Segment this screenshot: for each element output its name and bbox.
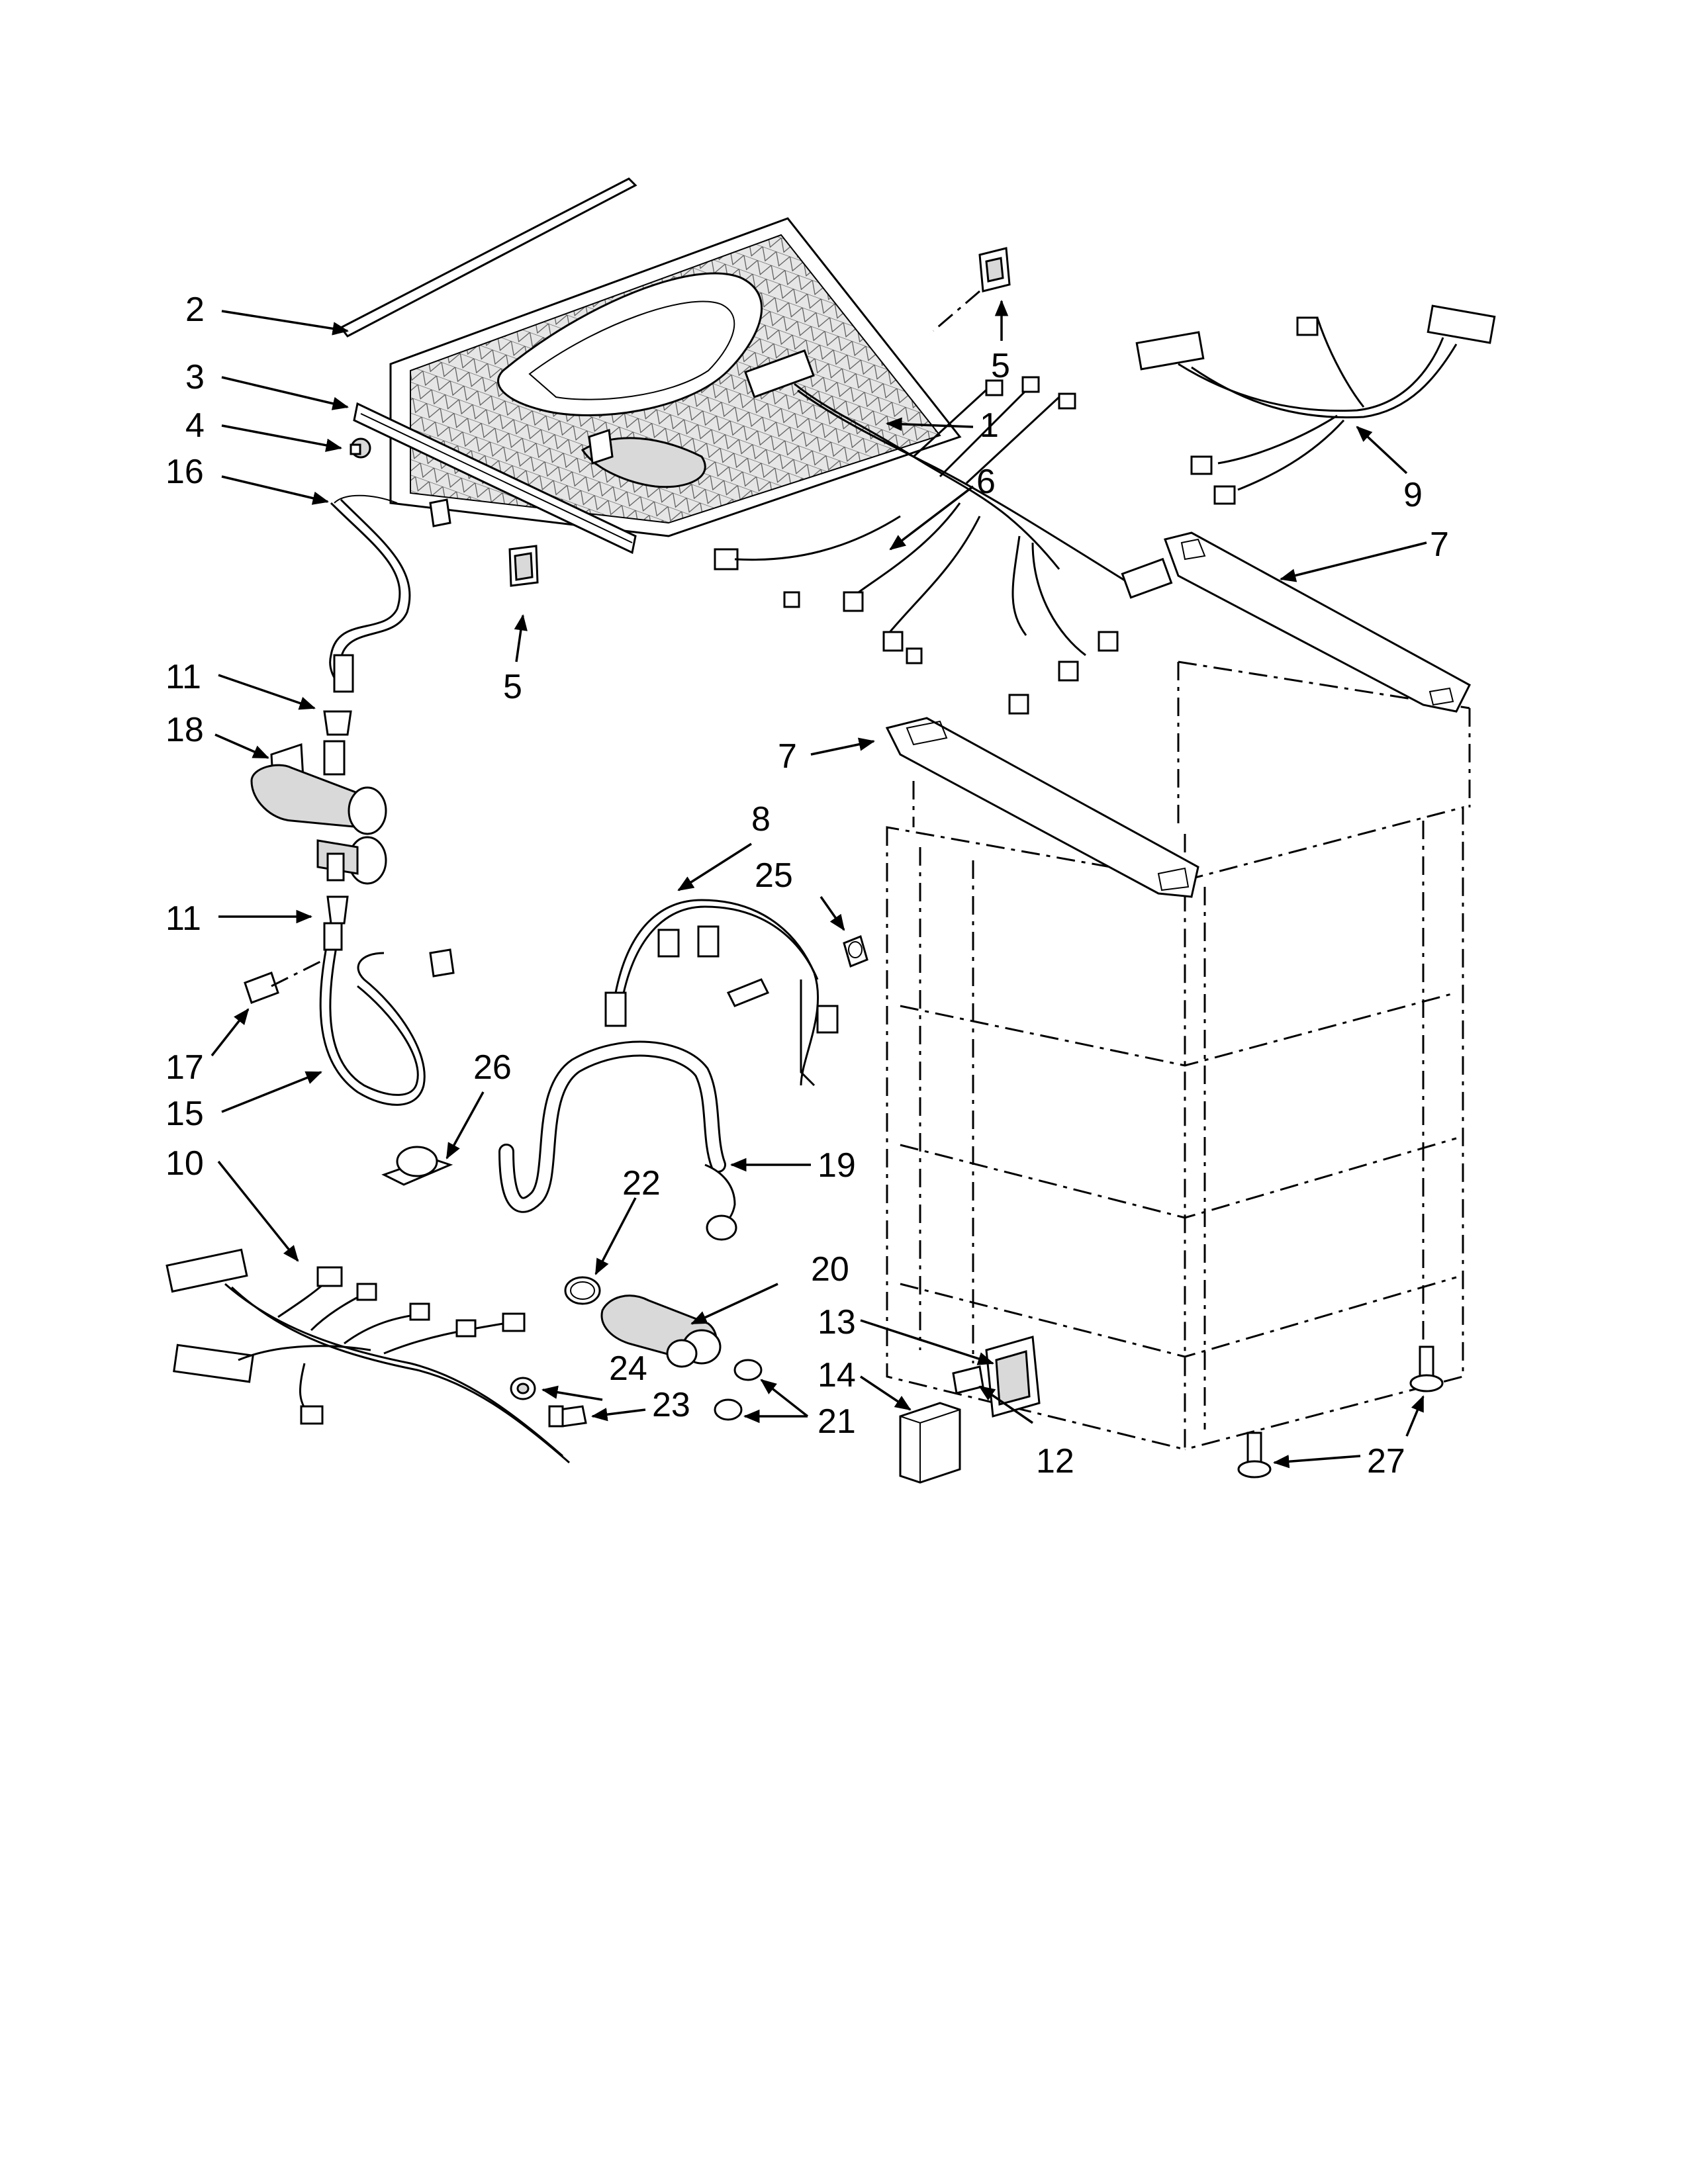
callout-18: 18	[165, 711, 204, 749]
callout-16: 16	[165, 453, 204, 491]
callout-24: 24	[609, 1349, 647, 1388]
callout-5-upper: 5	[991, 347, 1010, 385]
callout-19: 19	[818, 1146, 856, 1185]
callout-11-upper: 11	[165, 658, 201, 696]
callout-7-left: 7	[778, 737, 797, 776]
callout-5-lower: 5	[503, 668, 522, 706]
callout-2: 2	[185, 291, 205, 329]
callout-14: 14	[818, 1356, 856, 1394]
drain-hose	[498, 1040, 737, 1241]
callout-21: 21	[818, 1402, 856, 1441]
callout-10: 10	[165, 1144, 204, 1183]
callout-7-right: 7	[1430, 525, 1449, 564]
cabinet-frame	[886, 660, 1471, 1451]
sensor-wire	[604, 899, 839, 1087]
callout-6: 6	[976, 463, 996, 501]
water-valve	[250, 740, 387, 885]
washer-24	[510, 1377, 536, 1400]
fill-hose-upper	[329, 494, 451, 693]
callout-25: 25	[755, 856, 793, 895]
callout-3: 3	[185, 358, 205, 396]
bracket-lower	[885, 717, 1199, 898]
clip-upper	[933, 247, 1011, 332]
callout-22: 22	[622, 1164, 661, 1203]
callout-labels: 1 2 3 4 5 5 6 7 7 8 9 10 11 11 12 13 14 …	[165, 291, 1449, 1480]
wire-harness-upper	[714, 349, 1173, 715]
fitting-lower	[326, 895, 349, 925]
top-panel	[389, 217, 962, 537]
leveling-foot-left	[1237, 1432, 1272, 1479]
clip-lower	[508, 545, 539, 587]
switch-13	[985, 1336, 1041, 1418]
callout-23: 23	[652, 1386, 690, 1424]
fitting-upper	[323, 710, 352, 736]
drain-pump	[600, 1295, 722, 1368]
bracket-upper	[1164, 531, 1471, 713]
leader-lines	[211, 299, 1427, 1469]
wire-harness-lower	[165, 1248, 570, 1464]
clip-25	[843, 934, 868, 968]
wire-harness-right	[1135, 304, 1496, 505]
hose-clamp-26	[381, 1146, 453, 1186]
callout-4: 4	[185, 406, 205, 445]
callout-26: 26	[473, 1048, 512, 1087]
clamp-21	[714, 1359, 763, 1421]
screw-4	[350, 437, 371, 459]
clip-17	[244, 958, 325, 1004]
screw-12	[952, 1365, 984, 1394]
cover-14	[899, 1402, 961, 1484]
callout-1: 1	[980, 406, 999, 445]
callout-15: 15	[165, 1095, 204, 1133]
callout-13: 13	[818, 1303, 856, 1342]
callout-8: 8	[751, 800, 771, 839]
callout-20: 20	[811, 1250, 849, 1289]
callout-9: 9	[1403, 476, 1423, 514]
clamp-22	[564, 1276, 601, 1305]
callout-27: 27	[1367, 1442, 1405, 1480]
front-rail	[353, 402, 637, 555]
fill-hose-lower	[319, 922, 455, 1106]
callout-11-lower: 11	[165, 899, 201, 938]
callout-12: 12	[1036, 1442, 1074, 1480]
callout-17: 17	[165, 1048, 204, 1087]
leveling-foot-right	[1409, 1345, 1444, 1392]
screw-23	[548, 1405, 587, 1428]
